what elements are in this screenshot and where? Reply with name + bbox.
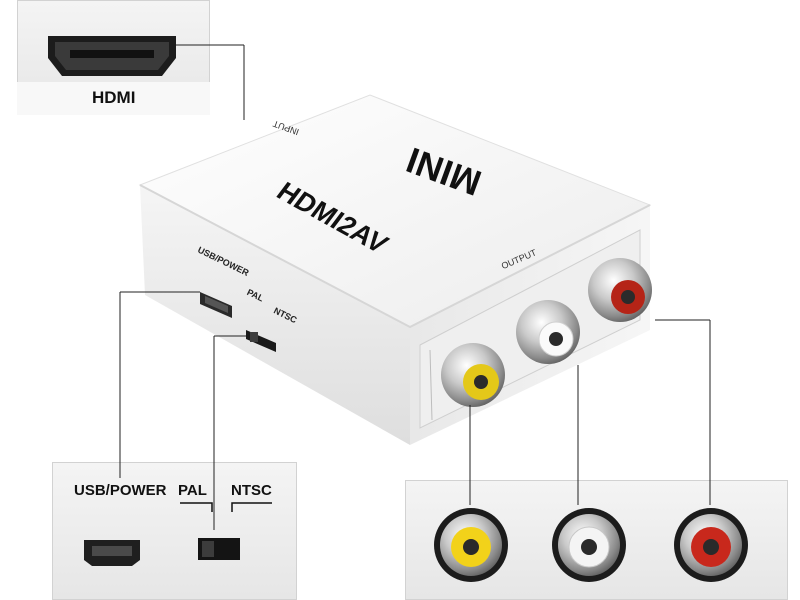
device-mode-switch	[246, 330, 276, 352]
device-rca-red	[588, 258, 652, 322]
pal-label: PAL	[178, 482, 207, 499]
device-rca-yellow	[441, 343, 505, 407]
pal-ntsc-brackets	[180, 502, 272, 512]
usb-power-label: USB/POWER	[74, 482, 167, 499]
rca-red-closeup	[674, 508, 748, 582]
rca-yellow-closeup	[434, 508, 508, 582]
rca-white-closeup	[552, 508, 626, 582]
mode-switch-closeup	[198, 538, 240, 560]
hdmi-port-closeup	[17, 36, 210, 115]
device-rca-white	[516, 300, 580, 364]
ntsc-label: NTSC	[231, 482, 272, 499]
usb-port-closeup	[84, 540, 140, 566]
converter-device	[138, 94, 652, 445]
hdmi-label: HDMI	[92, 88, 136, 107]
device-usb-port	[200, 292, 232, 318]
switch-callout-panel	[52, 462, 297, 600]
